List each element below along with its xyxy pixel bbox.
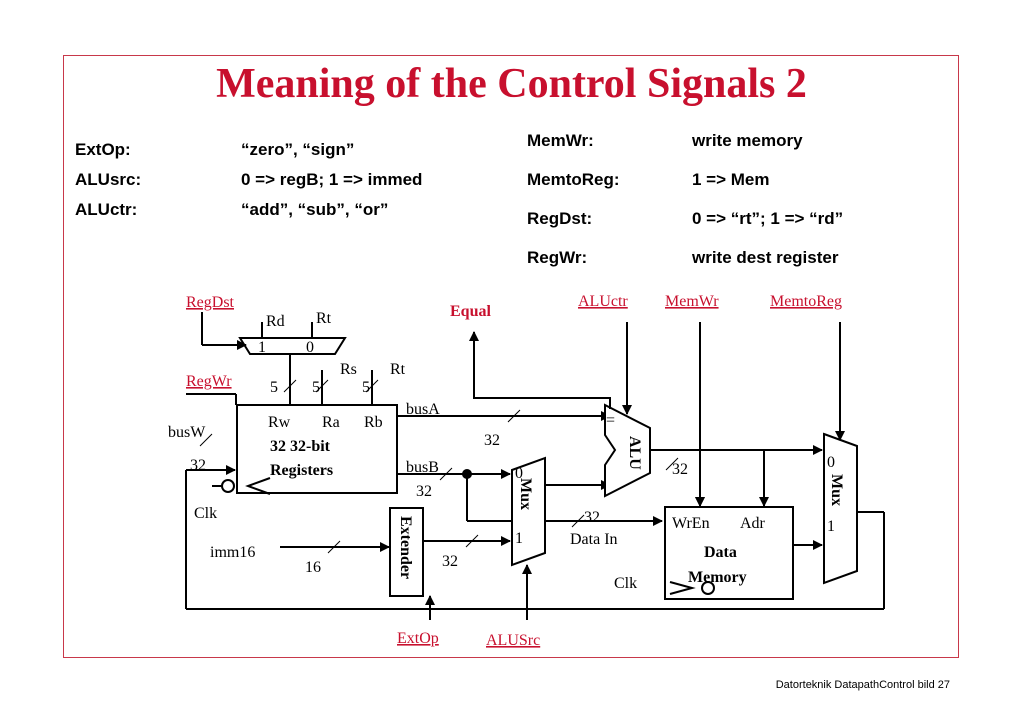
extop-control-label: ExtOp xyxy=(397,630,439,647)
signal-alusrc-name: ALUsrc: xyxy=(75,170,142,189)
memtoreg-mux xyxy=(823,432,858,585)
alusrc-mux-input-0: 0 xyxy=(515,465,523,482)
alu-width-32: 32 xyxy=(672,461,688,478)
register-file-title-1: 32 32-bit xyxy=(270,438,331,455)
memwr-control-label: MemWr xyxy=(665,293,719,310)
signal-regwr-desc: write dest register xyxy=(692,248,839,267)
slide-title: Meaning of the Control Signals 2 xyxy=(216,61,807,107)
data-memory xyxy=(664,506,794,600)
memtoreg-mux-input-0: 0 xyxy=(827,454,835,471)
adr-port-label: Adr xyxy=(740,515,766,532)
busw-width-32: 32 xyxy=(190,457,206,474)
signal-memtoreg-name: MemtoReg: xyxy=(527,170,620,189)
busa-width-32: 32 xyxy=(484,432,500,449)
signal-regwr-name: RegWr: xyxy=(527,248,588,267)
rd-label: Rd xyxy=(266,313,285,330)
alusrc-mux-label: Mux xyxy=(517,478,534,510)
width-5-ra: 5 xyxy=(312,379,320,396)
regdst-control-label: RegDst xyxy=(186,294,235,311)
alu-equal-symbol: = xyxy=(606,412,615,429)
busb-width-32: 32 xyxy=(416,483,432,500)
register-file-title-2: Registers xyxy=(270,462,333,479)
data-memory-title-2: Memory xyxy=(688,569,747,586)
signal-aluctr-name: ALUctr: xyxy=(75,200,138,219)
busa-label: busA xyxy=(406,401,440,418)
data-memory-title-1: Data xyxy=(704,544,737,561)
regdst-mux xyxy=(238,337,347,355)
signal-extop-name: ExtOp: xyxy=(75,140,131,159)
memtoreg-mux-input-1: 1 xyxy=(827,518,835,535)
clk-label: Clk xyxy=(194,505,217,522)
rt-label-2: Rt xyxy=(390,361,406,378)
imm16-label: imm16 xyxy=(210,544,255,561)
width-5-rb: 5 xyxy=(362,379,370,396)
wren-port-label: WrEn xyxy=(672,515,710,532)
register-file xyxy=(236,404,398,494)
alu-label: ALU xyxy=(626,436,643,470)
aluctr-control-label: ALUctr xyxy=(578,293,628,310)
data-in-label: Data In xyxy=(570,531,618,548)
rt-label: Rt xyxy=(316,310,332,327)
rb-port-label: Rb xyxy=(364,414,383,431)
ra-port-label: Ra xyxy=(322,414,340,431)
clk-label-2: Clk xyxy=(614,575,637,592)
imm16-width-16: 16 xyxy=(305,559,321,576)
busb-label: busB xyxy=(406,459,439,476)
signal-memwr-name: MemWr: xyxy=(527,131,594,150)
extender-label: Extender xyxy=(397,516,414,579)
signal-memwr-desc: write memory xyxy=(692,131,803,150)
signal-extop-desc: “zero”, “sign” xyxy=(241,140,355,159)
regdst-mux-input-0: 0 xyxy=(306,339,314,356)
regwr-control-label: RegWr xyxy=(186,373,232,390)
rs-label: Rs xyxy=(340,361,357,378)
busw-label: busW xyxy=(168,424,206,441)
slide-frame xyxy=(63,55,959,658)
alu-shape xyxy=(604,403,651,498)
alusrc-control-label: ALUSrc xyxy=(486,632,540,649)
signal-aluctr-desc: “add”, “sub”, “or” xyxy=(241,200,389,219)
width-5-rw: 5 xyxy=(270,379,278,396)
signal-alusrc-desc: 0 => regB; 1 => immed xyxy=(241,170,423,189)
memtoreg-mux-label: Mux xyxy=(828,474,845,506)
signal-memtoreg-desc: 1 => Mem xyxy=(692,170,770,189)
equal-output-label: Equal xyxy=(450,303,491,320)
alusrc-mux-input-1: 1 xyxy=(515,530,523,547)
slide-footer: Datorteknik DatapathControl bild 27 xyxy=(775,679,950,691)
signal-regdst-name: RegDst: xyxy=(527,209,593,228)
rw-port-label: Rw xyxy=(268,414,291,431)
memtoreg-control-label: MemtoReg xyxy=(770,293,842,310)
extender-box xyxy=(389,507,424,597)
regdst-mux-input-1: 1 xyxy=(258,339,266,356)
extender-width-32: 32 xyxy=(442,553,458,570)
signal-regdst-desc: 0 => “rt”; 1 => “rd” xyxy=(692,209,844,228)
alusrc-mux xyxy=(511,456,546,567)
datain-width-32: 32 xyxy=(584,509,600,526)
